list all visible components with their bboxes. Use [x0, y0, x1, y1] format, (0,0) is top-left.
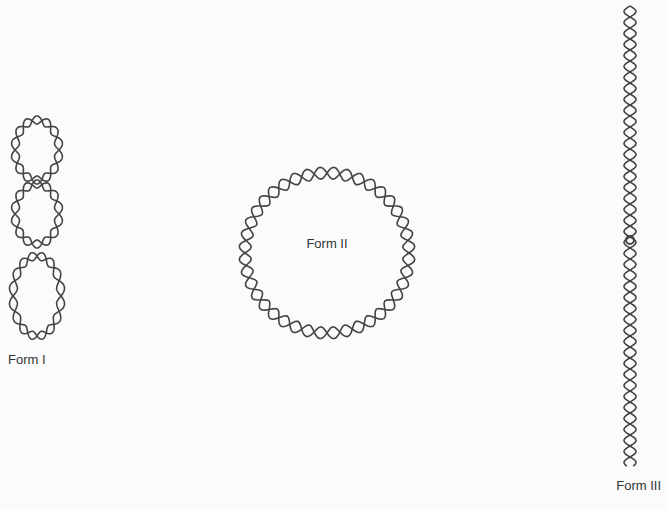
dna-strand: [239, 167, 414, 338]
form-label: Form III: [616, 478, 661, 494]
nicked-circular-dna: [239, 167, 414, 338]
form-label: Form II: [304, 236, 349, 252]
linear-dna: [624, 6, 636, 466]
dna-strand: [12, 183, 63, 248]
form-label: Form I: [8, 352, 46, 368]
dna-strand: [624, 6, 636, 466]
dna-strand: [239, 167, 414, 338]
dna-strand: [9, 253, 64, 340]
supercoiled-dna: [9, 116, 64, 339]
dna-strand: [624, 6, 636, 466]
dna-strand: [12, 116, 63, 181]
dna-strand: [12, 180, 63, 245]
dna-strand: [12, 119, 63, 184]
dna-strand: [9, 253, 64, 340]
